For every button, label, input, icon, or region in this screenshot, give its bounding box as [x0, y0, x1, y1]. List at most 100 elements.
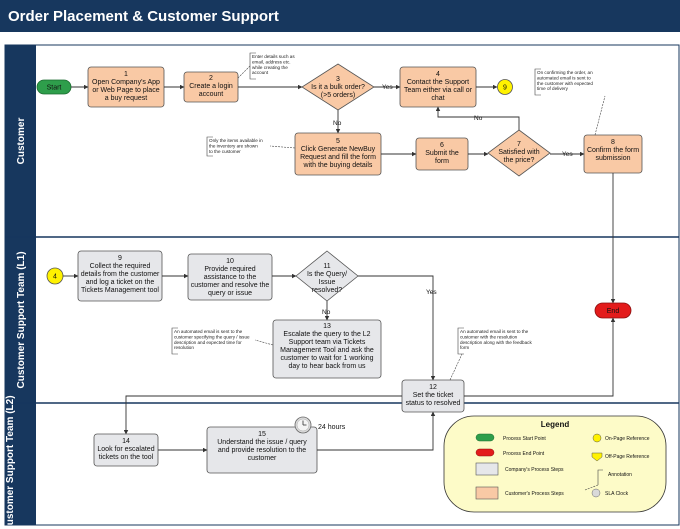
step-number: 3 — [336, 76, 340, 83]
annotation-line: form — [460, 345, 469, 350]
step-text-line: and log a ticket on the — [86, 279, 155, 286]
step-text-line: query or issue — [208, 290, 252, 297]
annotation-line: description along with the feedback — [460, 340, 532, 345]
step-text-line: Set the ticket — [413, 392, 454, 399]
flow-13-14 — [123, 395, 402, 435]
step-text-line: tickets on the tool — [99, 454, 154, 461]
step-text-line: with the buying details — [303, 162, 373, 169]
legend-annotation-label: Annotation — [608, 472, 632, 478]
connector-9-label: 9 — [503, 85, 507, 92]
step-number: 1 — [124, 71, 128, 78]
step-number: 5 — [336, 138, 340, 145]
step-text-line: Issue — [319, 279, 336, 286]
edge-label-no-3: No — [333, 120, 342, 127]
annotation-line: resolution — [174, 345, 194, 350]
annotation-line: An automated email is sent to the — [460, 329, 529, 334]
legend-offpage-swatch — [591, 452, 603, 462]
flow-15-12 — [317, 411, 436, 451]
legend-sla-swatch — [591, 488, 601, 498]
step-text-line: account — [199, 91, 224, 98]
legend-onpage-swatch — [592, 433, 602, 443]
header-bar — [0, 0, 680, 32]
step-text-line: form — [435, 158, 449, 165]
edge-label-no-11: No — [322, 309, 331, 316]
flow-12-end — [464, 317, 616, 397]
step-text-line: status to resolved — [406, 400, 461, 407]
step-text-line: Tickets Management tool — [81, 287, 159, 294]
step-number: 4 — [436, 71, 440, 78]
legend-customer-swatch — [475, 486, 499, 500]
step-text-line: Understand the issue / query — [217, 439, 307, 446]
step-number: 6 — [440, 142, 444, 149]
step-text-line: Confirm the form — [587, 147, 639, 154]
step-text-line: Provide required — [204, 266, 255, 273]
flow-7-4 — [435, 106, 520, 130]
legend-company-label: Company's Process Steps — [505, 467, 564, 473]
annotation-line: time of delivery — [537, 86, 569, 91]
step-text-line: submission — [595, 155, 630, 162]
annotation-line: customer with the resolution — [460, 334, 518, 339]
connector-4-label: 4 — [53, 274, 57, 281]
lane-label-l2: Customer Support Team (L2) — [5, 395, 16, 529]
legend-end-swatch — [475, 448, 495, 457]
step-text-line: Create a login — [189, 83, 233, 90]
step-text-line: Team either via call or — [404, 87, 473, 94]
annotation-line: Enter details such as — [252, 54, 295, 59]
step-text-line: the price? — [504, 157, 535, 164]
step-text-line: chat — [431, 95, 444, 102]
legend-title: Legend — [541, 420, 570, 429]
step-text-line: a buy request — [105, 95, 147, 102]
step-text-line: assistance to the — [204, 274, 257, 281]
step-text-line: (>5 orders) — [321, 92, 355, 99]
step-text-line: customer and resolve the — [191, 282, 270, 289]
annotation-line: automated email is sent to — [537, 75, 591, 80]
lane-band-l1 — [5, 237, 36, 403]
annotation-line: the customer with expected — [537, 81, 593, 86]
lane-band-customer — [5, 45, 36, 237]
step-text-line: Submit the — [425, 150, 459, 157]
annotation-line: Only the items available in — [209, 138, 263, 143]
annotation-line: to the customer — [209, 149, 241, 154]
lane-band-l2 — [5, 403, 36, 525]
legend-start-swatch — [475, 433, 495, 442]
step-text-line: customer — [248, 455, 277, 462]
step-number: 14 — [122, 438, 130, 445]
step-text-line: Is it a bulk order? — [311, 84, 365, 91]
connector-9 — [497, 79, 513, 95]
step-text-line: resolved? — [312, 287, 342, 294]
step-number: 15 — [258, 431, 266, 438]
legend-end-label: Process End Point — [503, 451, 545, 457]
step-text-line: Escalate the query to the L2 — [283, 331, 370, 338]
annotation-line: customer specifying the query / issue — [174, 334, 250, 339]
flow-11-12 — [358, 275, 436, 381]
step-text-line: Click Generate NewBuy — [301, 146, 376, 153]
step-text-line: details from the customer — [81, 271, 160, 278]
edge-label-yes-7: Yes — [562, 151, 573, 158]
lane-label-l1: Customer Support Team (L1) — [16, 251, 27, 388]
